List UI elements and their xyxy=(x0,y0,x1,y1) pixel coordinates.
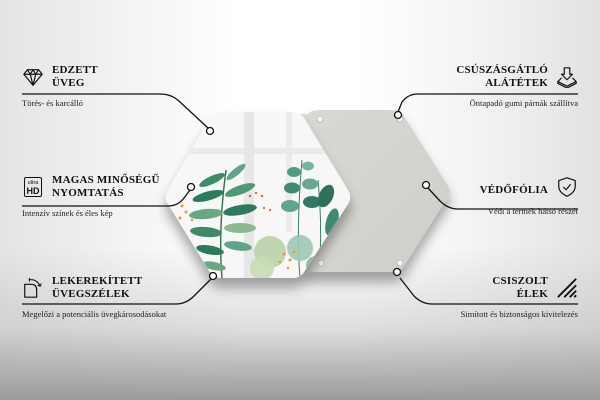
ultra-hd-icon: ultra HD xyxy=(22,176,44,198)
diamond-icon xyxy=(22,66,44,88)
feature-description: Megelőzi a potenciális üvegkárosodásokat xyxy=(22,309,167,319)
polished-edge-icon xyxy=(556,277,578,299)
feature-title: CSISZOLT ÉLEK xyxy=(492,275,548,300)
feature-protective-film: VÉDŐFÓLIA Védi a termék hátsó részét xyxy=(378,176,578,216)
feature-description: Törés- és karcálló xyxy=(22,98,83,108)
feature-polished-edges: CSISZOLT ÉLEK Simított és biztonságos ki… xyxy=(378,275,578,319)
shield-check-icon xyxy=(556,176,578,198)
feature-hq-printing: ultra HD MAGAS MINŐSÉGŰ NYOMTATÁS Intenz… xyxy=(22,174,222,218)
feature-description: Védi a termék hátsó részét xyxy=(487,206,578,216)
feature-description: Öntapadó gumi párnák szállítva xyxy=(469,98,578,108)
feature-title: EDZETT ÜVEG xyxy=(52,64,98,89)
feature-title: VÉDŐFÓLIA xyxy=(479,183,548,196)
feature-title: MAGAS MINŐSÉGŰ NYOMTATÁS xyxy=(52,174,160,199)
anti-slip-pad-icon xyxy=(556,66,578,88)
feature-rounded-edges: LEKEREKÍTETT ÜVEGSZÉLEK Megelőzi a poten… xyxy=(22,275,222,319)
feature-tempered-glass: EDZETT ÜVEG Törés- és karcálló xyxy=(22,64,222,108)
feature-anti-slip-pads: CSÚSZÁSGÁTLÓ ALÁTÉTEK Öntapadó gumi párn… xyxy=(378,64,578,108)
feature-title: CSÚSZÁSGÁTLÓ ALÁTÉTEK xyxy=(456,64,548,89)
rounded-corner-icon xyxy=(22,277,44,299)
feature-description: Simított és biztonságos kivitelezés xyxy=(460,309,578,319)
feature-description: Intenzív színek és éles kép xyxy=(22,208,113,218)
feature-title: LEKEREKÍTETT ÜVEGSZÉLEK xyxy=(52,275,143,300)
